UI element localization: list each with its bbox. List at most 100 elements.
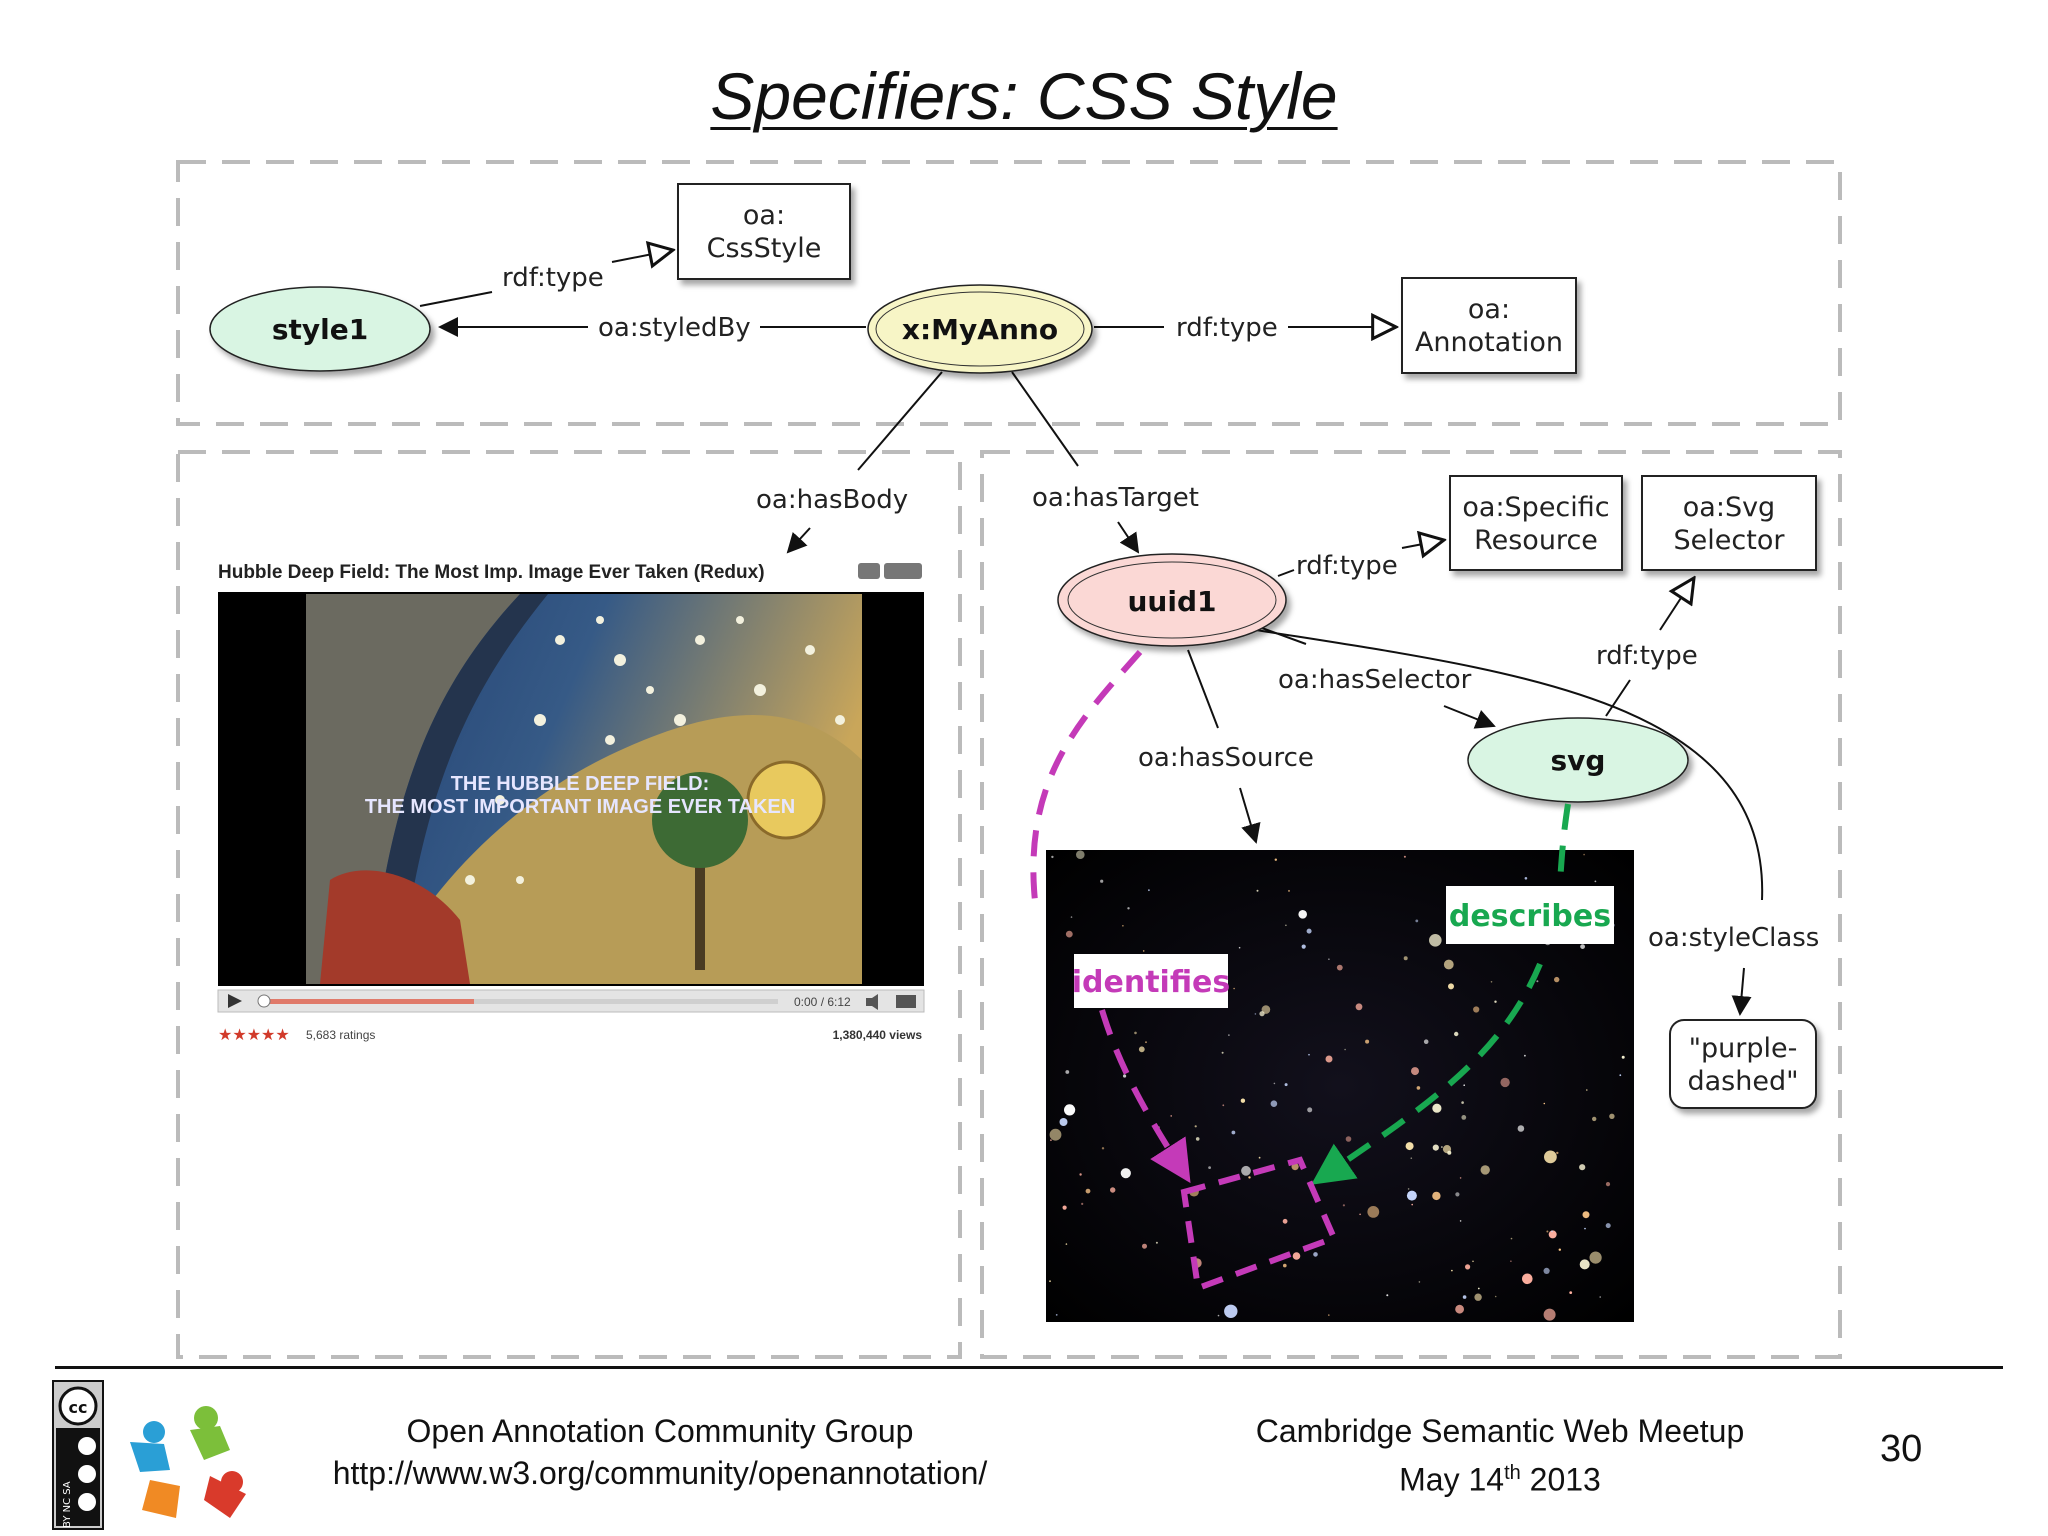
galaxy-dot	[1621, 1055, 1625, 1059]
node-uuid1[interactable]: uuid1	[1057, 553, 1287, 647]
edge-style1-type	[419, 291, 493, 307]
galaxy-dot	[1455, 1304, 1464, 1314]
cc-license-badge[interactable]: cc BY NC SA	[52, 1380, 104, 1530]
node-style1[interactable]: style1	[209, 286, 431, 372]
galaxy-dot	[1101, 1147, 1105, 1150]
galaxy-dot	[1307, 1107, 1313, 1113]
label-hasbody: oa:hasBody	[756, 485, 908, 515]
galaxy-dot	[1145, 1041, 1147, 1044]
node-specificresource[interactable]: oa:Specific Resource	[1449, 475, 1623, 571]
galaxy-dot	[1221, 1051, 1224, 1054]
galaxy-dot	[1283, 1263, 1287, 1268]
galaxy-dot	[1454, 1031, 1459, 1037]
galaxy-dot	[1494, 1000, 1497, 1003]
galaxy-dot	[1222, 1104, 1225, 1107]
top-region	[176, 160, 1842, 426]
galaxy-dot	[1459, 1177, 1462, 1179]
video-progress-track[interactable]	[258, 999, 778, 1004]
edge-hastarget	[1011, 371, 1079, 467]
label-identifies: identifies	[1072, 965, 1231, 1000]
label-describes: describes	[1449, 899, 1611, 934]
galaxy-dot	[1543, 1308, 1556, 1321]
video-body[interactable]: Hubble Deep Field: The Most Imp. Image E…	[217, 562, 925, 1044]
galaxy-dot	[1473, 1006, 1480, 1013]
node-cssstyle[interactable]: oa: CssStyle	[677, 183, 851, 280]
edge-hasbody	[857, 371, 943, 471]
edge-hasselector-arrow	[1443, 705, 1496, 729]
galaxy-dot	[1138, 1046, 1145, 1053]
galaxy-dot	[1345, 1136, 1352, 1142]
selector-region	[1180, 1156, 1339, 1293]
fullscreen-icon[interactable]	[896, 995, 916, 1008]
label-styledby: oa:styledBy	[598, 313, 751, 343]
footer-date-day: May 14	[1399, 1461, 1505, 1498]
edge-hastarget-arrow	[1117, 521, 1140, 554]
galaxy-dot	[1569, 1291, 1573, 1294]
galaxy-dot	[1461, 1101, 1464, 1104]
node-purple-dashed[interactable]: "purple- dashed"	[1669, 1019, 1817, 1109]
play-icon[interactable]	[228, 994, 242, 1008]
node-svg[interactable]: svg	[1467, 717, 1689, 803]
galaxy-dot	[1455, 1192, 1460, 1197]
footer-rule	[55, 1366, 2003, 1369]
galaxy-dot	[1463, 1084, 1465, 1086]
galaxy-dot	[1195, 1137, 1200, 1141]
node-svgselector[interactable]: oa:Svg Selector	[1641, 475, 1817, 571]
galaxy-dot	[1441, 1146, 1443, 1148]
video-share-icons[interactable]	[858, 563, 922, 579]
node-svgsel-line1: oa:Svg	[1683, 492, 1775, 523]
cc-badge-text: BY NC SA	[62, 1481, 73, 1528]
video-scrubber[interactable]	[257, 994, 271, 1008]
galaxy-dot	[1065, 1070, 1070, 1074]
galaxy-dot	[1076, 850, 1085, 859]
video-title: Hubble Deep Field: The Most Imp. Image E…	[218, 562, 765, 583]
galaxy-dot	[1170, 1115, 1172, 1117]
galaxy-dot	[1122, 925, 1124, 927]
galaxy-dot	[1536, 980, 1539, 983]
galaxy-dot	[1415, 919, 1419, 923]
node-specific-line1: oa:Specific	[1462, 492, 1609, 523]
galaxy-dot	[1258, 1156, 1261, 1159]
galaxy-dot	[1405, 1142, 1414, 1151]
galaxy-dot	[1411, 1203, 1413, 1206]
label-rdftype-svg: rdf:type	[1596, 641, 1698, 671]
galaxy-dot	[1429, 934, 1442, 947]
node-cssstyle-line2: CssStyle	[707, 233, 822, 264]
galaxy-dot	[1447, 1150, 1452, 1155]
label-hassource: oa:hasSource	[1138, 743, 1314, 773]
edge-hassource	[1187, 649, 1219, 729]
galaxy-dot	[1100, 879, 1104, 883]
galaxy-dot	[1451, 1269, 1453, 1272]
edge-style1-type-arrow	[611, 250, 673, 262]
galaxy-dot	[1274, 858, 1278, 861]
galaxy-dot	[1461, 1115, 1467, 1120]
galaxy-dot	[1055, 1314, 1058, 1316]
galaxy-dot	[1443, 959, 1454, 970]
galaxy-dot	[1410, 1157, 1413, 1159]
galaxy-dot	[1522, 1273, 1533, 1285]
node-svgsel-line2: Selector	[1674, 525, 1786, 556]
galaxy-dot	[1480, 1165, 1490, 1175]
node-myanno[interactable]: x:MyAnno	[867, 284, 1093, 374]
label-hastarget: oa:hasTarget	[1032, 483, 1199, 513]
galaxy-dot	[1050, 1139, 1052, 1142]
galaxy-dot	[1586, 1089, 1588, 1091]
volume-icon[interactable]	[866, 994, 878, 1010]
footer-org-url[interactable]: http://www.w3.org/community/openannotati…	[332, 1455, 988, 1491]
galaxy-dot	[1448, 983, 1454, 990]
galaxy-dot	[1580, 944, 1585, 949]
node-annotation[interactable]: oa: Annotation	[1401, 277, 1577, 374]
galaxy-dot	[1282, 1218, 1288, 1224]
galaxy-dot	[1298, 910, 1307, 919]
galaxy-dot	[1051, 855, 1054, 859]
galaxy-dot	[1328, 958, 1330, 960]
galaxy-dot	[1148, 889, 1150, 892]
footer-org: Open Annotation Community Group http://w…	[290, 1410, 1030, 1494]
galaxy-dot	[1155, 1241, 1158, 1244]
galaxy-dot	[1490, 981, 1493, 983]
galaxy-dot	[1208, 1166, 1211, 1169]
galaxy-dot	[1301, 944, 1306, 949]
galaxy-dot	[1500, 1077, 1510, 1088]
galaxy-dot	[1465, 1264, 1471, 1270]
galaxy-dot	[1579, 1259, 1590, 1270]
